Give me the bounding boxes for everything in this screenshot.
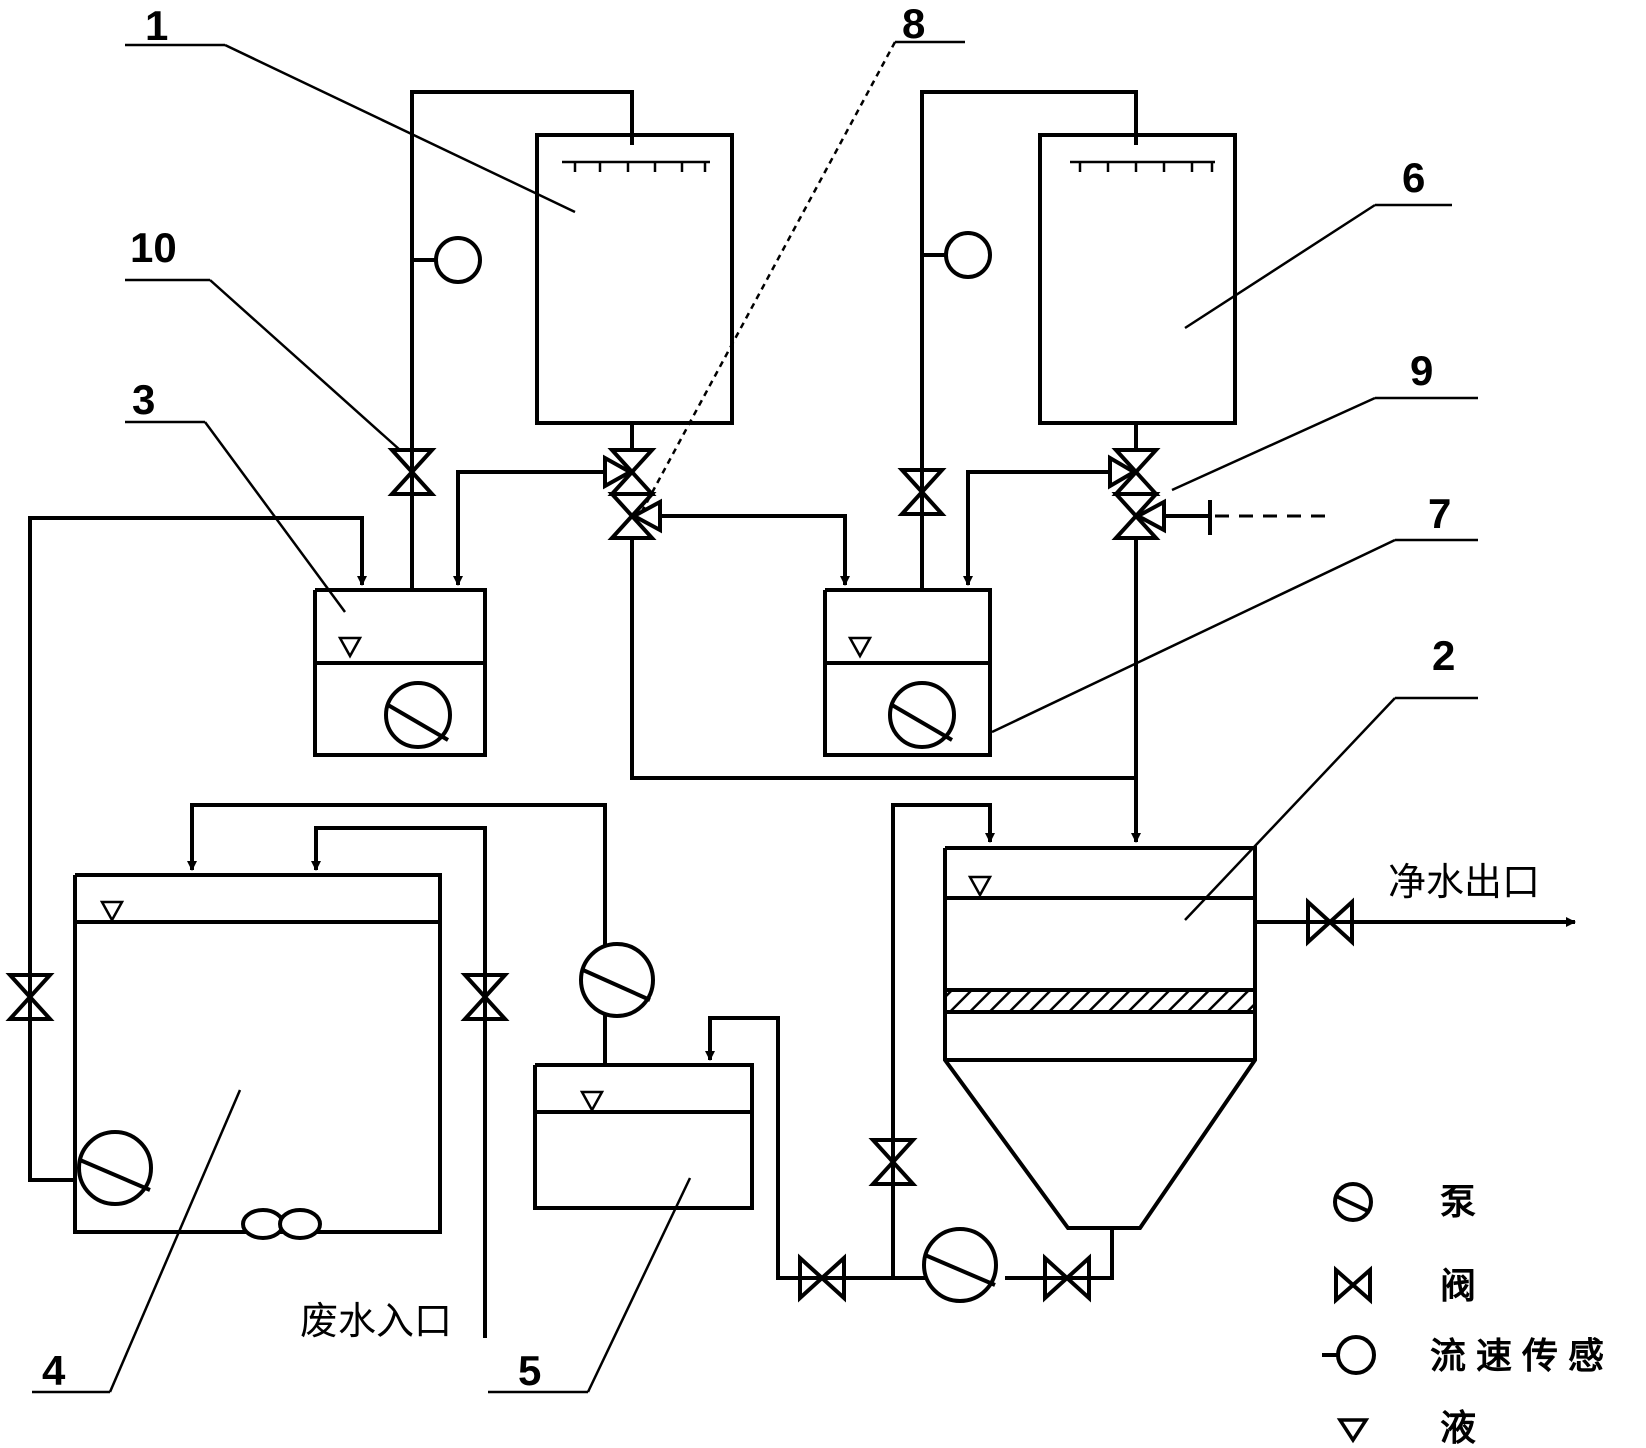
pipe-wastewater-inlet [311,826,487,1338]
tower-6 [1038,133,1237,425]
tank-7 [823,588,992,757]
pump-tank7 [888,681,956,749]
pipe-tower1-loop [410,90,634,745]
pipe-v9-tank7 [963,470,1110,586]
valve-9-upper [1108,448,1161,496]
pipe-sludge-recycle [891,803,995,1278]
valve-sludge-tank5 [798,1253,846,1303]
valve-10 [387,448,437,496]
liquid-level-icon [99,900,125,923]
valve-outlet [1306,897,1354,947]
label-5: 5 [518,1347,541,1394]
label-1: 1 [145,2,168,49]
pipe-pump-tank4 [187,803,607,945]
label-2: 2 [1432,632,1455,679]
spray-header-1 [562,160,710,172]
legend-flow-sensor-label: 流速传感 [1430,1336,1614,1377]
valve-icon [1334,1265,1372,1305]
clarifier-2 [943,846,1257,1230]
mixer-icon [241,1208,322,1240]
label-4: 4 [42,1347,66,1394]
liquid-level-icon [967,875,993,898]
pipe-sludge-tank5 [705,1016,925,1280]
label-8: 8 [902,0,925,47]
liquid-level-icon [579,1090,605,1113]
spray-header-6 [1070,160,1215,172]
legend: 泵 阀 流速传感 液 [1322,1182,1614,1448]
tank-5 [533,1063,754,1210]
valve-recycle [868,1138,918,1186]
valve-9-lower [1111,492,1166,540]
pump-tank5 [579,942,655,1018]
valve-8-upper [603,448,657,496]
flow-sensor-1 [434,236,482,284]
valve-right-recirc [897,468,947,516]
pump-tank3 [384,681,452,749]
wastewater-inlet-label: 废水入口 [300,1299,452,1343]
liquid-level-icon [847,636,873,659]
pipe-tank4-tank3 [28,516,367,1182]
flow-sensor-2 [944,231,992,279]
pump-icon [1333,1182,1373,1222]
tank-3 [313,588,487,757]
leader-lines [32,40,1478,1394]
legend-liquid-label: 液 [1440,1408,1476,1448]
clean-water-outlet-label: 净水出口 [1388,860,1540,904]
valve-left-feed [5,973,55,1021]
pipe-tower6-loop [920,90,1138,745]
pipe-v8-return [630,538,1136,780]
liquid-level-icon [1336,1418,1370,1444]
legend-pump-label: 泵 [1440,1182,1476,1223]
pump-sludge [922,1227,998,1303]
label-3: 3 [132,376,155,423]
pipe-v8-tank3 [453,470,605,586]
pump-tank4 [77,1130,153,1206]
liquid-level-icon [337,636,363,659]
tower-1 [535,133,734,425]
legend-valve-label: 阀 [1440,1266,1476,1307]
tank-4 [73,873,442,1234]
label-7: 7 [1428,490,1451,537]
label-10: 10 [130,224,177,271]
label-6: 6 [1402,154,1425,201]
label-9: 9 [1410,347,1433,394]
pipe-v8-tank7 [660,514,850,586]
valve-sludge [1043,1253,1091,1303]
valve-8-lower [607,492,662,540]
pipe-sludge-out [1005,1228,1114,1280]
valve-inlet [460,973,510,1021]
flow-sensor-icon [1322,1335,1376,1375]
